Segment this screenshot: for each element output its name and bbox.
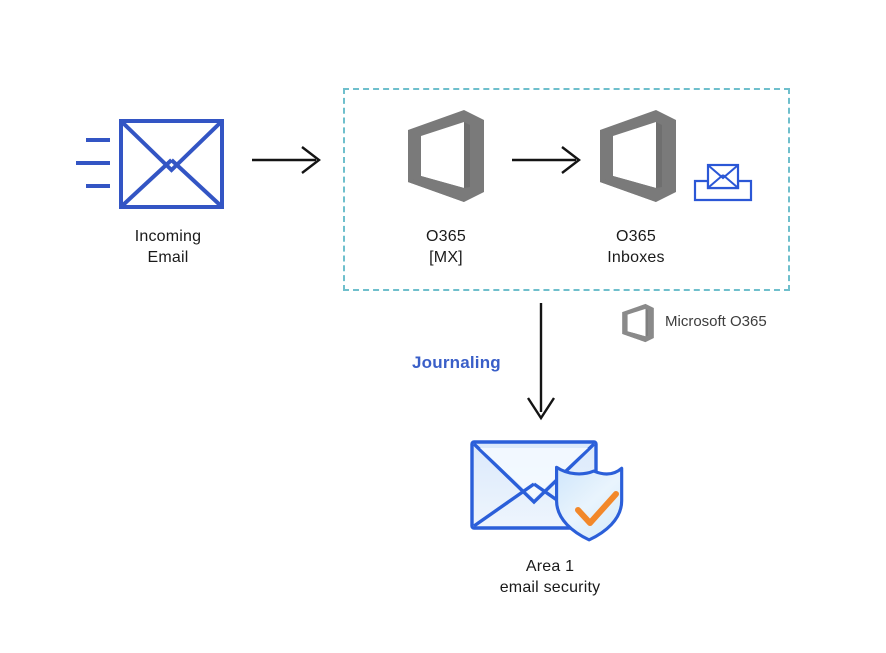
arrow-o365-to-area1	[520, 300, 564, 422]
area1-caption: Area 1 email security	[499, 558, 601, 596]
arrow-o365mx-to-o365inboxes	[512, 142, 584, 178]
microsoft-o365-boundary-box	[343, 88, 790, 291]
office-365-logo-icon-inboxes	[596, 108, 680, 204]
office-365-logo-icon-legend	[620, 303, 656, 343]
journaling-connector-label: Journaling	[412, 353, 501, 372]
inbox-tray-envelope-icon	[692, 161, 754, 203]
o365-inboxes-caption: O365 Inboxes	[607, 228, 665, 266]
incoming-email-caption: Incoming Email	[134, 228, 202, 266]
legend-label: Microsoft O365	[665, 313, 767, 330]
office-365-logo-icon-mx	[404, 108, 488, 204]
incoming-email-icon	[74, 118, 226, 210]
o365-mx-caption: O365 [MX]	[426, 228, 466, 266]
arrow-incoming-to-o365mx	[252, 142, 324, 178]
area1-email-security-icon	[466, 430, 638, 550]
